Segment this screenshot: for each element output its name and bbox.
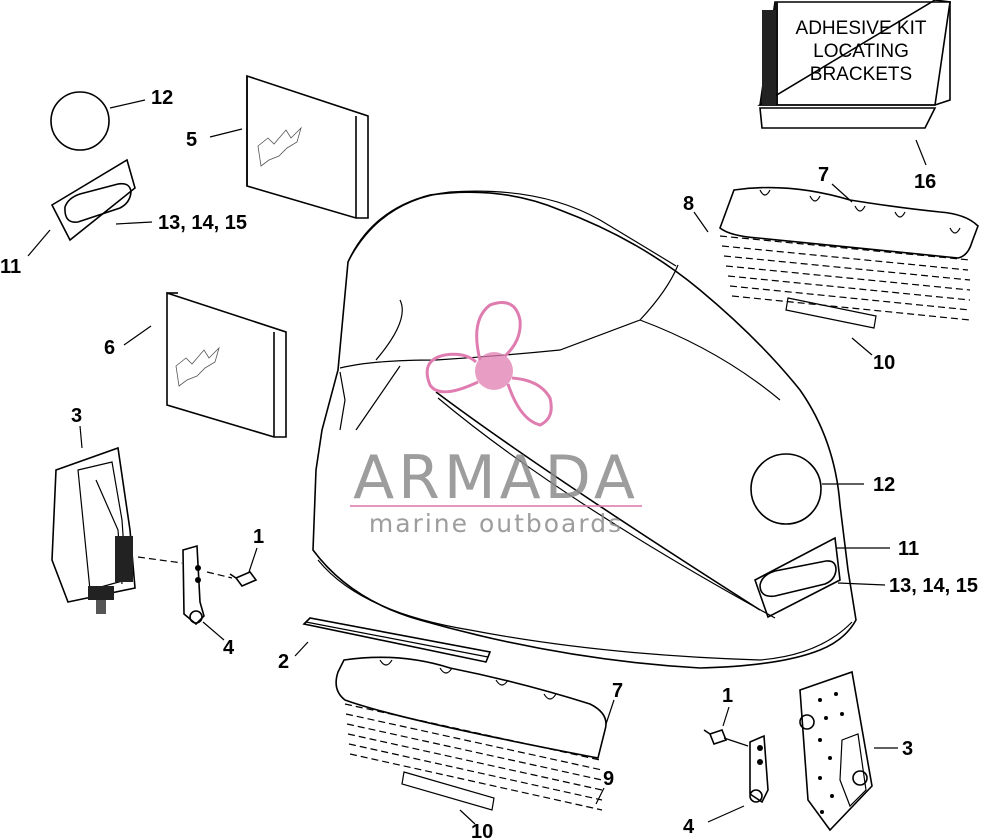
decal-disc-cover — [750, 453, 822, 525]
callout-16: 16 — [914, 171, 936, 193]
screw-left — [229, 571, 258, 587]
seal-rod — [302, 617, 492, 663]
decal-plate-top — [50, 158, 136, 242]
latch-hook-right — [749, 734, 769, 804]
callout-6: 6 — [104, 337, 115, 359]
callout-2: 2 — [278, 651, 289, 673]
decal-disc-top — [50, 91, 110, 151]
kit-box-line-1: ADHESIVE KIT — [796, 18, 927, 39]
foam-pad-5 — [246, 74, 369, 219]
watermark: ARMADA marine outboards — [350, 301, 642, 538]
seal-strip-bottom — [335, 656, 607, 811]
callout-12-cover: 12 — [873, 474, 895, 496]
callout-13-15-top: 13, 14, 15 — [158, 212, 247, 234]
callout-1-right: 1 — [722, 685, 733, 707]
callout-12-top: 12 — [151, 87, 173, 109]
foam-pad-6 — [166, 291, 287, 438]
decal-plate-cover — [754, 536, 841, 619]
kit-box-line-3: BRACKETS — [810, 64, 912, 85]
callout-7-top: 7 — [818, 164, 829, 186]
watermark-tagline: marine outboards — [369, 509, 623, 538]
adhesive-kit-box: ADHESIVE KIT LOCATING BRACKETS — [757, 0, 951, 129]
seal-strip-top — [719, 186, 979, 329]
leader-lines — [27, 99, 927, 825]
callout-10-top: 10 — [873, 352, 895, 374]
callout-3-left: 3 — [71, 405, 82, 427]
callout-4-left: 4 — [223, 637, 235, 659]
callout-7-bottom: 7 — [612, 680, 623, 702]
motor-cover — [312, 190, 857, 669]
callout-13-15-cover: 13, 14, 15 — [889, 575, 978, 597]
latch-right — [799, 670, 873, 832]
latch-hook-left — [182, 544, 205, 626]
callout-9: 9 — [603, 768, 614, 790]
callout-4-right: 4 — [683, 816, 695, 838]
callout-11-top: 11 — [0, 256, 21, 278]
watermark-brand: ARMADA — [353, 443, 639, 513]
kit-box-line-2: LOCATING — [813, 41, 909, 62]
callout-11-cover: 11 — [898, 538, 919, 560]
callout-3-right: 3 — [902, 738, 913, 760]
propeller-logo-icon — [425, 301, 553, 427]
callout-5: 5 — [186, 129, 197, 151]
callout-10-bottom: 10 — [471, 821, 493, 840]
latch-left — [51, 446, 136, 614]
screw-right — [703, 729, 749, 747]
callout-8: 8 — [683, 193, 694, 215]
callout-1-left: 1 — [253, 526, 264, 548]
callouts: 12 5 13, 14, 15 11 6 3 1 4 2 16 7 8 10 1… — [0, 87, 978, 840]
